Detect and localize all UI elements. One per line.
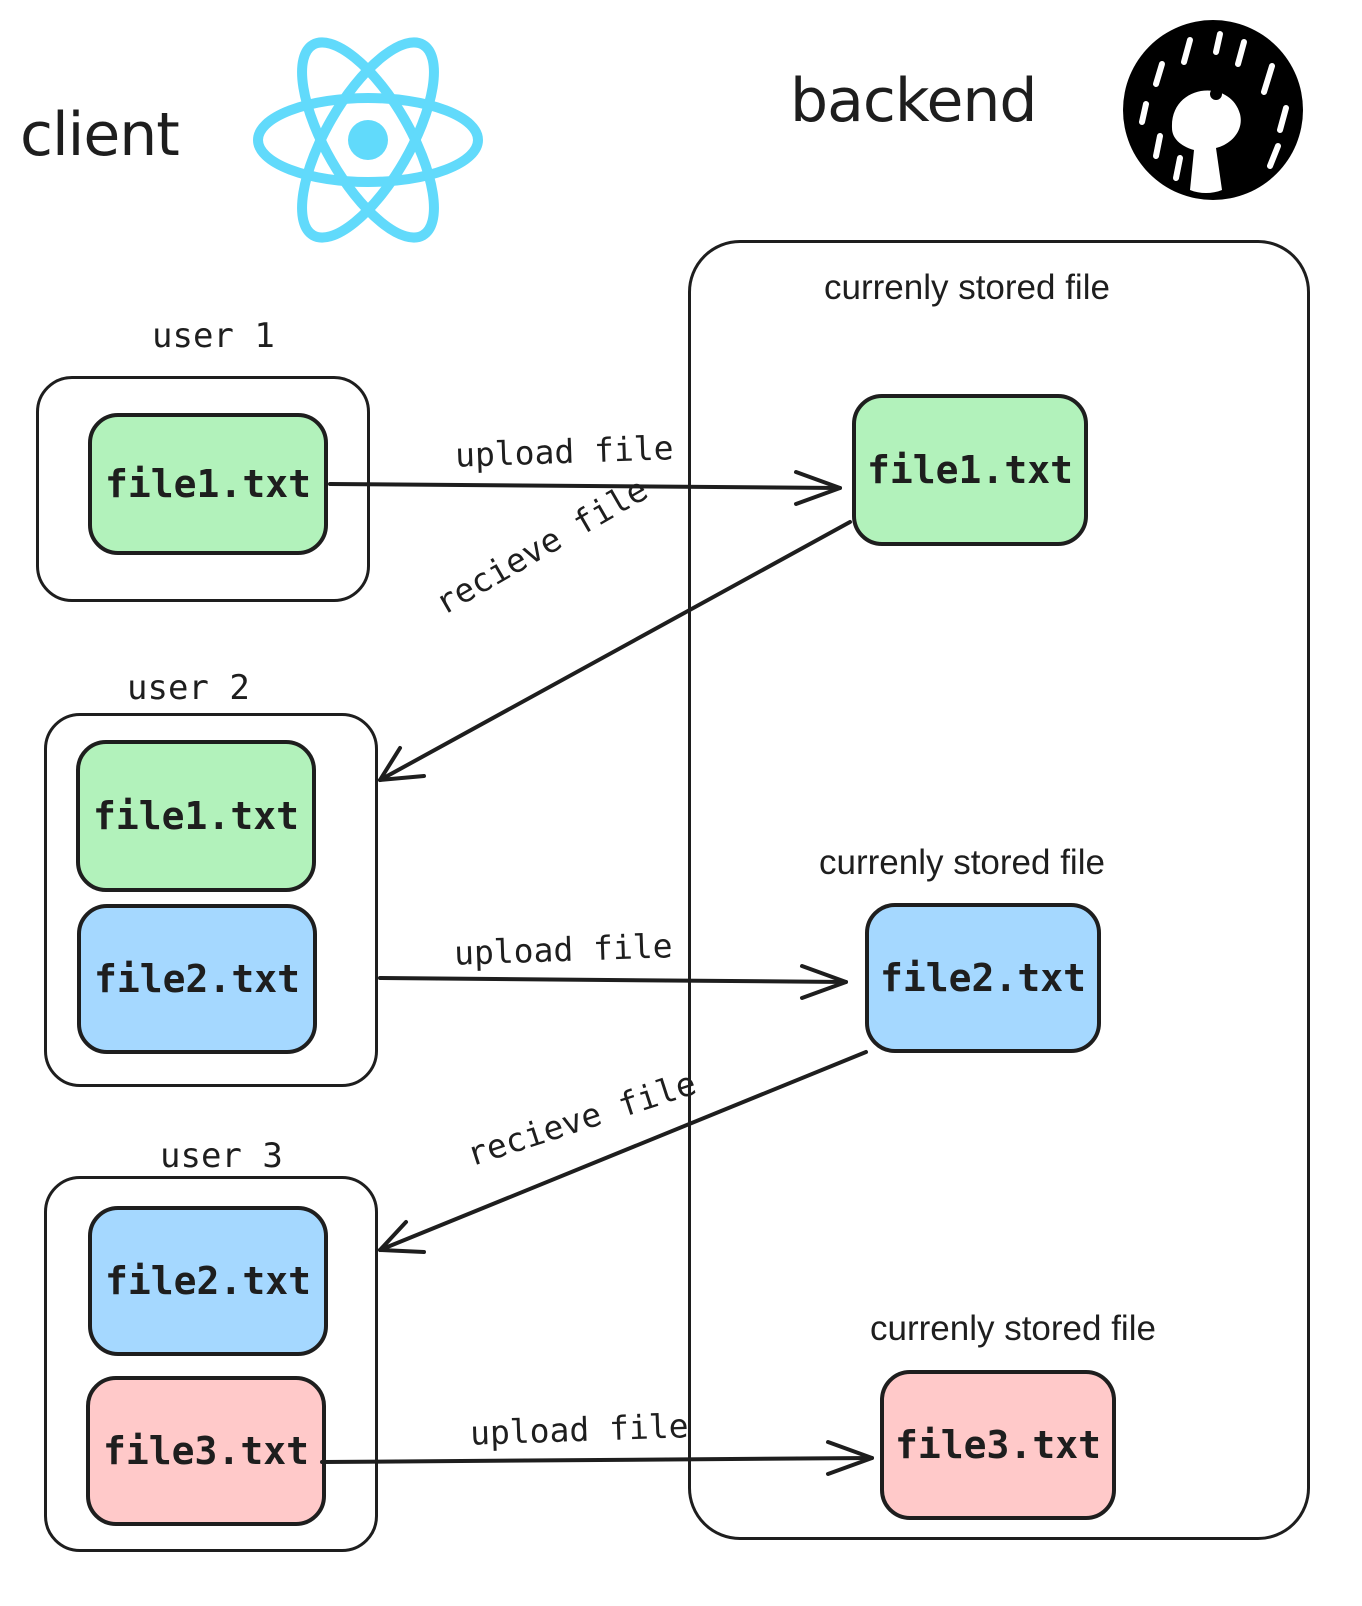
- user-2-label: user 2: [127, 668, 250, 708]
- deno-icon: [1123, 20, 1303, 200]
- backend-container: [688, 240, 1310, 1540]
- upload-label-2: upload file: [453, 926, 674, 973]
- stored-file-label-1: currenly stored file: [824, 268, 1110, 307]
- backend-file1[interactable]: file1.txt: [852, 394, 1088, 546]
- user-2-container: [44, 713, 378, 1087]
- upload-arrow-3: [320, 1440, 874, 1476]
- react-icon: [253, 37, 483, 243]
- user-1-label: user 1: [152, 316, 275, 356]
- stored-file-label-3: currenly stored file: [870, 1309, 1156, 1348]
- upload-label-1: upload file: [454, 428, 675, 475]
- receive-arrow-2: [378, 1050, 868, 1254]
- backend-file3[interactable]: file3.txt: [880, 1370, 1116, 1520]
- upload-arrow-1: [328, 470, 842, 506]
- user-1-file1[interactable]: file1.txt: [88, 413, 328, 555]
- user-3-container: [44, 1176, 378, 1552]
- user-3-file2[interactable]: file2.txt: [88, 1206, 328, 1356]
- client-title: client: [20, 100, 180, 170]
- upload-label-3: upload file: [469, 1406, 690, 1453]
- backend-file2[interactable]: file2.txt: [865, 903, 1101, 1053]
- user-3-file3[interactable]: file3.txt: [86, 1376, 326, 1526]
- user-2-file2[interactable]: file2.txt: [77, 904, 317, 1054]
- user-2-file1[interactable]: file1.txt: [76, 740, 316, 892]
- stored-file-label-2: currenly stored file: [819, 843, 1105, 882]
- backend-title: backend: [790, 66, 1037, 136]
- user-1-container: [36, 376, 370, 602]
- user-3-label: user 3: [160, 1136, 283, 1176]
- receive-arrow-1: [378, 520, 852, 782]
- upload-arrow-2: [378, 964, 848, 1000]
